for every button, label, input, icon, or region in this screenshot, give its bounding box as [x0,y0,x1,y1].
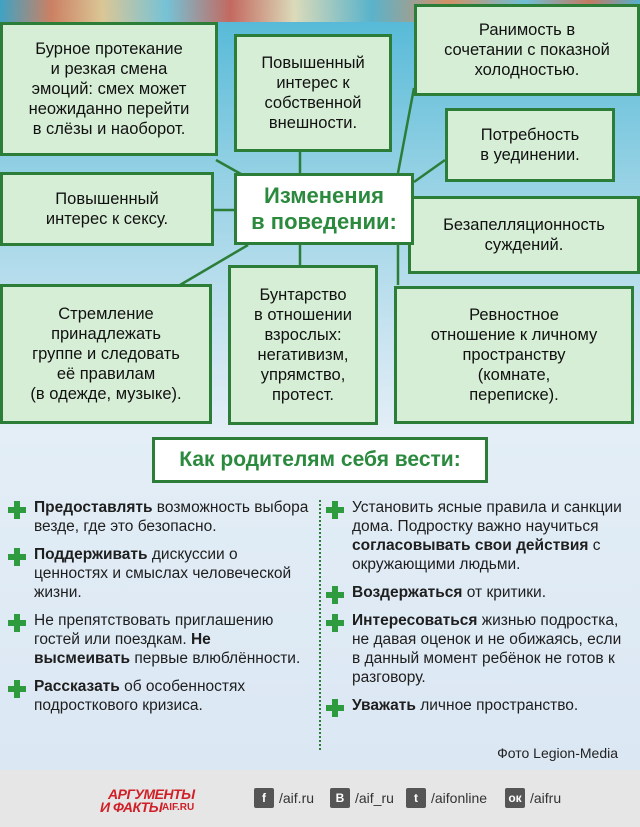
social-vk[interactable]: В/aif_ru [330,788,394,808]
footer: АРГУМЕНТЫ И ФАКТЫ AIF.RU f/aif.ru В/aif_… [0,770,640,827]
connector-lines [179,87,446,287]
tip-item: Уважать личное пространство. [324,696,630,717]
tip-item: Установить ясные правила и санкции дома.… [324,498,630,574]
plus-icon [8,548,26,566]
tips-left-column: Предоставлять возможность выбора везде, … [6,498,310,724]
plus-icon [326,699,344,717]
photo-credit: Фото Legion-Media [497,745,618,761]
plus-icon [326,586,344,604]
parents-title: Как родителям себя вести: [152,437,488,483]
twitter-icon: t [406,788,426,808]
plus-icon [326,501,344,519]
social-facebook[interactable]: f/aif.ru [254,788,314,808]
vk-icon: В [330,788,350,808]
facebook-icon: f [254,788,274,808]
tips-right-column: Установить ясные правила и санкции дома.… [324,498,630,724]
aif-logo[interactable]: АРГУМЕНТЫ И ФАКТЫ AIF.RU [100,786,195,815]
plus-icon [8,501,26,519]
social-twitter[interactable]: t/aifonline [406,788,487,808]
plus-icon [8,680,26,698]
tip-item: Поддерживать дискуссии о ценностях и смы… [6,545,310,602]
plus-icon [8,614,26,632]
odnoklassniki-icon: ок [505,788,525,808]
plus-icon [326,614,344,632]
column-divider [319,500,321,750]
tip-item: Воздержаться от критики. [324,583,630,604]
tip-item: Рассказать об особенностях подросткового… [6,677,310,715]
tip-item: Не препятствовать приглашению гостей или… [6,611,310,668]
tip-item: Интересоваться жизнью подростка, не дава… [324,611,630,687]
tip-item: Предоставлять возможность выбора везде, … [6,498,310,536]
social-odnoklassniki[interactable]: ок/aifru [505,788,561,808]
